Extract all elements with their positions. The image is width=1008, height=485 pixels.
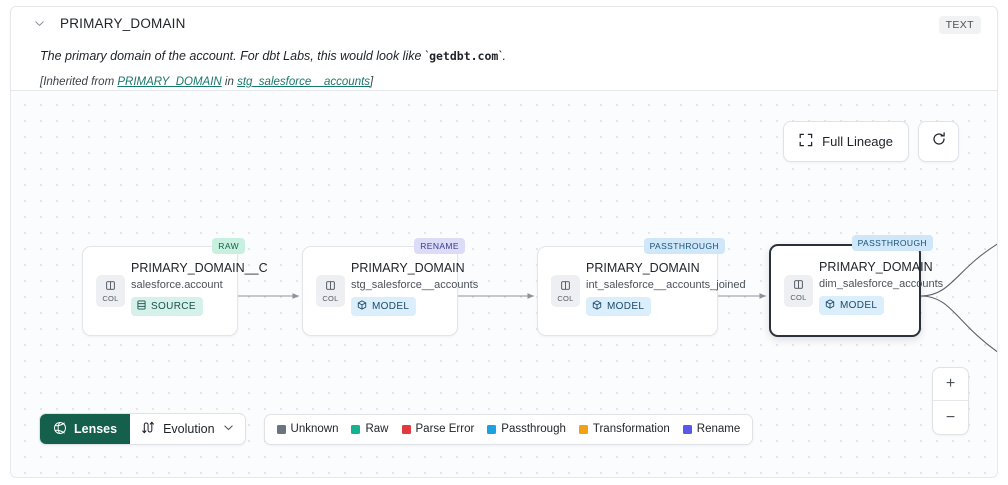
inherited-suffix: ] xyxy=(370,76,374,88)
column-icon xyxy=(325,280,336,293)
node-materialization-badge: MODEL xyxy=(586,297,652,316)
zoom-out-button[interactable]: − xyxy=(945,408,956,426)
legend-item-parse-error: Parse Error xyxy=(401,423,475,435)
column-chip-label: COL xyxy=(790,293,807,302)
node-name: PRIMARY_DOMAIN xyxy=(351,261,465,275)
node-name: PRIMARY_DOMAIN xyxy=(586,261,700,275)
column-chip: COL xyxy=(551,275,580,307)
node-materialization-label: SOURCE xyxy=(151,301,196,312)
lineage-legend: Unknown Raw Parse Error Passthrough Tran… xyxy=(263,413,754,445)
lineage-node-selected[interactable]: PASSTHROUGH COL PRIMARY_DOMAIN dim_sales… xyxy=(769,235,944,337)
node-materialization-label: MODEL xyxy=(372,301,410,312)
lineage-toolbar: Lenses Evolution xyxy=(39,413,754,445)
node-dataset: salesforce.account xyxy=(131,279,223,291)
column-chip: COL xyxy=(96,275,125,307)
legend-swatch xyxy=(351,424,361,434)
column-icon xyxy=(105,280,116,293)
inherited-column-link[interactable]: PRIMARY_DOMAIN xyxy=(117,76,222,88)
column-icon xyxy=(560,280,571,293)
legend-swatch xyxy=(682,424,692,434)
node-tag: RAW xyxy=(212,238,245,254)
column-header: PRIMARY_DOMAIN TEXT The primary domain o… xyxy=(10,6,998,90)
node-materialization-badge: MODEL xyxy=(819,296,885,315)
node-body: PRIMARY_DOMAIN stg_salesforce__accounts … xyxy=(351,261,479,316)
node-dataset: dim_salesforce_accounts xyxy=(819,278,944,290)
column-chip-label: COL xyxy=(102,293,119,303)
legend-item-passthrough: Passthrough xyxy=(487,423,566,435)
full-lineage-label: Full Lineage xyxy=(822,134,893,149)
node-materialization-badge: SOURCE xyxy=(131,297,203,316)
cube-icon xyxy=(825,299,835,312)
zoom-in-button[interactable]: + xyxy=(933,368,968,401)
lineage-edges xyxy=(238,243,997,353)
inherited-prefix: [Inherited from xyxy=(40,76,118,88)
legend-label: Raw xyxy=(365,423,389,435)
evolution-label: Evolution xyxy=(163,422,215,436)
legend-label: Passthrough xyxy=(501,423,566,435)
node-body: PRIMARY_DOMAIN__C salesforce.account SOU… xyxy=(131,261,268,316)
column-icon xyxy=(793,279,804,292)
legend-label: Unknown xyxy=(290,423,339,435)
aperture-icon xyxy=(53,421,67,438)
lenses-button[interactable]: Lenses xyxy=(40,414,131,444)
legend-swatch xyxy=(401,424,411,434)
evolution-dropdown[interactable]: Evolution xyxy=(130,414,244,444)
node-name: PRIMARY_DOMAIN xyxy=(819,260,933,274)
lineage-node[interactable]: RAW COL PRIMARY_DOMAIN__C salesforce.acc… xyxy=(82,238,268,336)
column-header-row: PRIMARY_DOMAIN xyxy=(11,7,997,39)
page-title: PRIMARY_DOMAIN xyxy=(60,15,186,31)
node-dataset: int_salesforce__accounts_joined xyxy=(586,279,746,291)
lenses-evolution-group: Lenses Evolution xyxy=(39,413,246,445)
lineage-controls: Full Lineage xyxy=(783,121,959,162)
refresh-icon xyxy=(931,131,947,152)
column-description: The primary domain of the account. For d… xyxy=(40,49,506,63)
column-chip: COL xyxy=(316,275,345,307)
legend-swatch xyxy=(487,424,497,434)
chevron-down-icon xyxy=(223,422,234,436)
inherited-model-link[interactable]: stg_salesforce__accounts xyxy=(237,76,371,88)
refresh-button[interactable] xyxy=(918,121,959,162)
database-icon xyxy=(137,300,146,313)
node-dataset: stg_salesforce__accounts xyxy=(351,279,479,291)
status-badge: TEXT xyxy=(938,16,981,34)
lineage-canvas[interactable]: Full Lineage RAW COL xyxy=(10,90,998,478)
description-text: The primary domain of the account. For d… xyxy=(40,49,430,63)
node-materialization-label: MODEL xyxy=(607,301,645,312)
cube-icon xyxy=(592,300,602,313)
description-suffix: `. xyxy=(498,49,506,63)
legend-swatch xyxy=(578,424,588,434)
inherited-note: [Inherited from PRIMARY_DOMAIN in stg_sa… xyxy=(40,76,373,88)
node-name: PRIMARY_DOMAIN__C xyxy=(131,261,268,275)
legend-item-raw: Raw xyxy=(351,423,389,435)
column-chip-label: COL xyxy=(557,293,574,303)
node-body: PRIMARY_DOMAIN dim_salesforce_accounts M… xyxy=(819,260,944,315)
lenses-label: Lenses xyxy=(74,422,118,436)
legend-label: Rename xyxy=(696,423,741,435)
node-tag: RENAME xyxy=(414,238,465,254)
legend-label: Parse Error xyxy=(415,423,475,435)
description-code: getdbt.com xyxy=(429,49,499,63)
zoom-controls: + − xyxy=(932,367,969,435)
evolution-arrows-icon xyxy=(140,420,155,438)
legend-item-transformation: Transformation xyxy=(578,423,670,435)
node-materialization-badge: MODEL xyxy=(351,297,417,316)
node-tag: PASSTHROUGH xyxy=(643,238,725,254)
legend-swatch xyxy=(276,424,286,434)
inherited-middle: in xyxy=(221,76,238,88)
full-lineage-button[interactable]: Full Lineage xyxy=(783,121,909,162)
lineage-node[interactable]: RENAME COL PRIMARY_DOMAIN stg_salesforce… xyxy=(302,238,479,336)
legend-item-unknown: Unknown xyxy=(276,423,339,435)
node-body: PRIMARY_DOMAIN int_salesforce__accounts_… xyxy=(586,261,746,316)
node-materialization-label: MODEL xyxy=(840,300,878,311)
chevron-down-icon[interactable] xyxy=(31,15,47,31)
lineage-node[interactable]: PASSTHROUGH COL PRIMARY_DOMAIN int_sales… xyxy=(537,238,746,336)
node-tag: PASSTHROUGH xyxy=(851,235,933,251)
column-chip: COL xyxy=(784,274,813,307)
cube-icon xyxy=(357,300,367,313)
expand-corners-icon xyxy=(799,133,813,150)
legend-item-rename: Rename xyxy=(682,423,741,435)
legend-label: Transformation xyxy=(592,423,670,435)
column-chip-label: COL xyxy=(322,293,339,303)
